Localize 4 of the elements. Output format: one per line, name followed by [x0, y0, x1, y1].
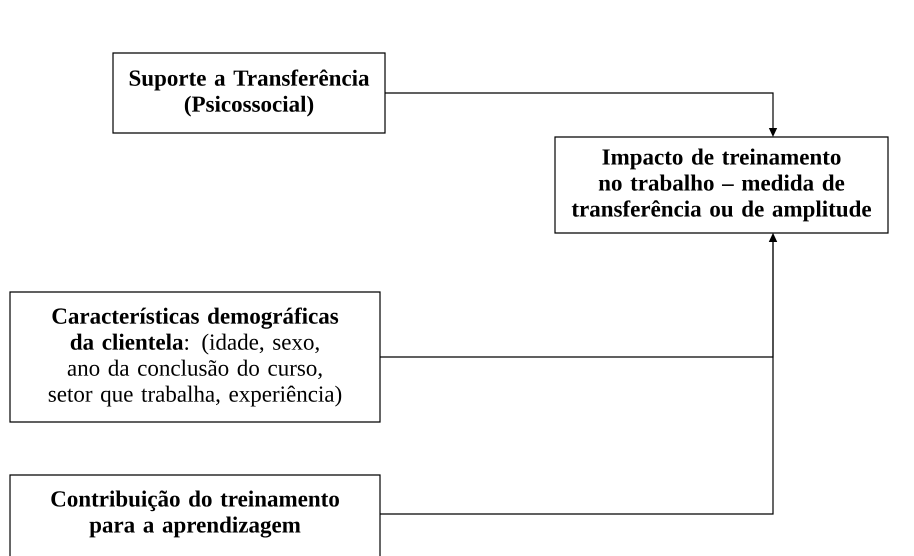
process-box: Suporte a Transferência (Psicossocial)	[112, 52, 386, 134]
process-box: Características demográficas da clientela: (idade, sexo, ano da conclusão do curso, setor que trabalha, experiência)	[9, 291, 381, 423]
process-box: Impacto de treinamento no trabalho – medida de transferência ou de amplitude	[554, 136, 889, 234]
process-box: Contribuição do treinamento para a aprendizagem	[9, 474, 381, 556]
